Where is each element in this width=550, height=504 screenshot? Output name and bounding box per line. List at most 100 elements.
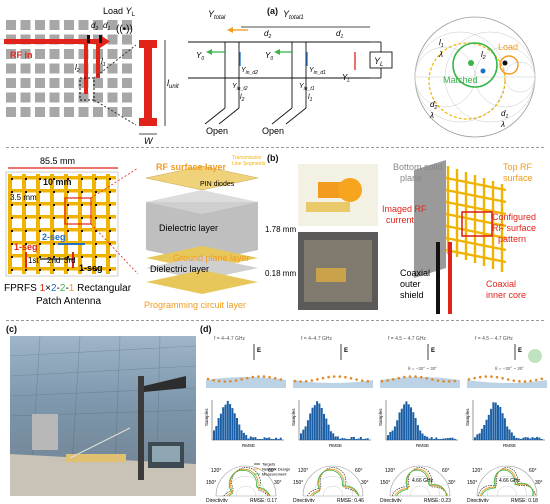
divider-bc [6,320,544,321]
hist-bar [236,417,238,440]
element-dot [447,380,451,383]
angle-30: 30° [361,480,369,486]
smith-d1-lambda: λ [500,120,505,129]
pin-dot [11,191,13,193]
angle-150: 150° [467,480,477,486]
e-field-label: E [518,348,522,354]
grid-cell [49,78,60,88]
pin-dot [11,243,13,245]
grid-cell [64,20,74,30]
hist-bar [240,430,243,440]
pin-dot [67,217,69,219]
pin-dot [39,269,41,271]
angle-30: 30° [448,480,456,486]
element-dot [490,375,493,378]
hist-bar [480,428,483,440]
samples-label: Samples [378,408,383,426]
grid-cell [64,92,74,103]
hist-bar [245,434,248,440]
angle-150: 150° [380,480,390,486]
grid-cell [64,107,74,117]
hist-bar [272,438,275,440]
seg1b-label: 1-seg [79,263,103,273]
hist-bar [352,436,355,440]
coax-outer-3: shield [400,290,424,300]
l2-label-left: l2 [75,63,80,74]
d1-label: d1 [336,29,343,40]
element-dot [478,375,482,379]
panel-d-label: (d) [200,324,212,334]
hist-bar [242,432,245,440]
pin-dot [25,230,27,232]
e-field-label: E [431,348,435,354]
freq-label: f = 4–4.7 GHz [301,336,332,342]
element-dot [273,377,277,380]
pin-dot [39,230,41,232]
element-dot [304,379,308,383]
rmse-value: RMSE: 0.17 [250,498,277,502]
rmse-axis-label: RMSE [416,443,429,448]
grid-cell [35,63,45,74]
thickness-1-label: 1.78 mm [265,225,296,234]
seg2-label: 2-seg [42,232,66,242]
element-dot [245,376,249,380]
hist-bar [318,403,321,440]
panel-d-figure: f = 4–4.7 GHzESamplesRMSE120°60°150°30°D… [204,336,547,502]
element-dot [431,378,434,381]
element-dot [397,376,401,380]
hist-bar [435,437,438,440]
yl-label-bottom: YL [342,73,350,84]
pin-dot [67,178,69,180]
smith-l2-label: l2 [481,50,486,61]
pin-dot [39,191,41,193]
hist-bar [334,436,337,440]
hist-bar [522,437,525,440]
element-dot [327,375,330,379]
element-dot [234,379,238,382]
stub-2 [96,44,100,78]
pin-dot [53,243,55,245]
pin-dot [95,256,97,258]
pin-dot [39,256,41,258]
rmse-axis-label: RMSE [242,443,255,448]
hist-bar [224,404,227,440]
pin-dot [67,230,69,232]
pin-dot [25,217,27,219]
antenna-icon: ((•)) [116,24,133,35]
hist-bar [474,437,476,440]
surface-shape [206,377,286,388]
angle-30: 30° [274,480,282,486]
grid-cell [107,34,118,45]
legend-entry: Network Design [262,467,290,472]
hist-bar [393,426,396,440]
hist-bar [222,407,225,440]
element-dot [484,375,488,378]
l2-label: l2 [240,94,245,103]
load-label: Load YL [103,6,136,18]
pin-dot [81,204,83,206]
hist-bar [524,437,527,440]
grid-cell [122,92,132,103]
hist-bar [323,413,325,440]
tl-segments-2: Line Segments [232,161,266,167]
grid-cell [78,63,89,74]
grid-line-h [8,241,116,245]
order-1st: 1st [28,256,39,265]
directivity-label: Directivity [293,498,315,502]
grid-line-v [50,174,54,274]
pin-dot [11,269,13,271]
hist-bar [405,401,408,440]
coax-outer-1: Coaxial [400,268,430,278]
grid-line-h [8,254,116,258]
hist-bar [499,406,502,440]
pin-dot [39,204,41,206]
angle-150: 150° [206,480,216,486]
hist-bar [391,430,394,440]
yint2-label: Yin_t2 [232,83,248,92]
hist-bar [336,436,339,440]
hist-bar [419,430,422,440]
grid-cell [93,78,103,88]
pin-dot [81,230,83,232]
